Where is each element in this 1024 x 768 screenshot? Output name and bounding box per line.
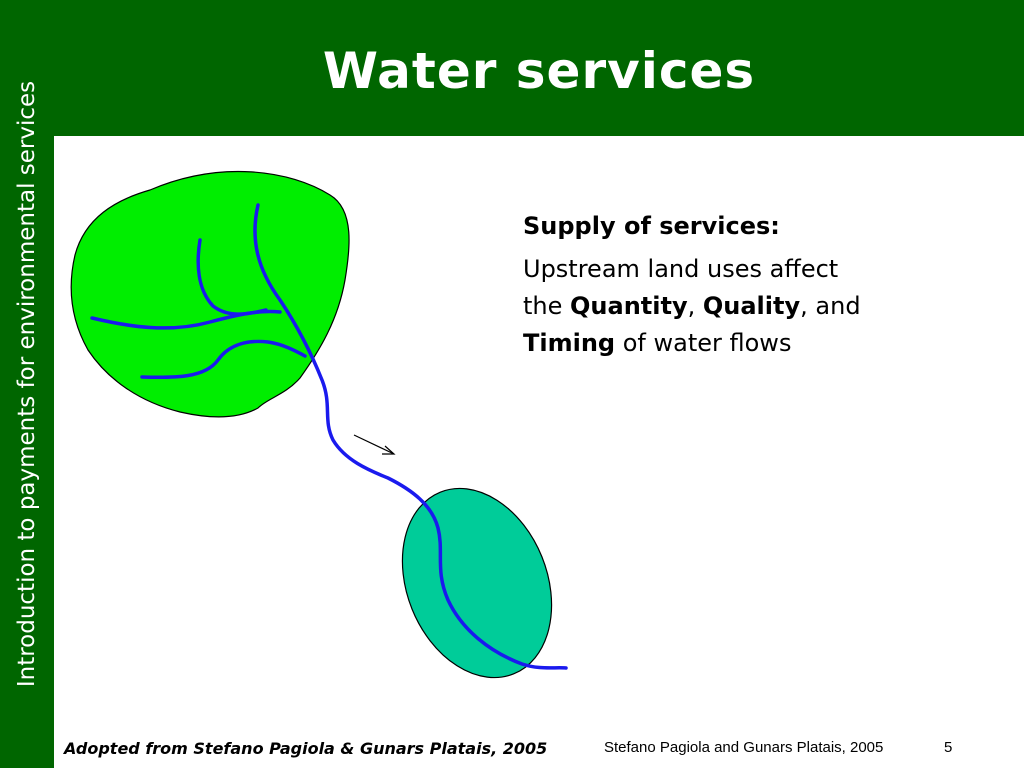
- body-line-1-text: Upstream land uses affect: [523, 255, 839, 283]
- side-band: [0, 0, 54, 768]
- river-tributary-3: [140, 339, 307, 380]
- body-line-1: Upstream land uses affect: [523, 251, 983, 288]
- river-tributary-2: [196, 238, 268, 316]
- body-line-3-text: of water flows: [615, 329, 792, 357]
- page-number: 5: [944, 739, 953, 756]
- quality-term: Quality: [702, 292, 801, 320]
- body-line-2: the Quantity, Quality, and: [523, 288, 983, 325]
- flow-arrow: [353, 434, 396, 455]
- reservoir: [401, 487, 553, 679]
- footer-authors: Stefano Pagiola and Gunars Platais, 2005: [604, 739, 884, 756]
- quantity-term: Quantity: [570, 292, 688, 320]
- supply-heading: Supply of services:: [523, 212, 780, 240]
- footer-credit: Adopted from Stefano Pagiola & Gunars Pl…: [64, 739, 548, 758]
- body-line-3: Timing of water flows: [523, 325, 983, 362]
- separator-1: ,: [687, 292, 703, 320]
- title-band: [0, 0, 1024, 136]
- separator-2: , and: [800, 292, 861, 320]
- the-text: the: [523, 292, 571, 320]
- timing-term: Timing: [523, 329, 616, 357]
- slide-title: Water services: [322, 42, 756, 100]
- watershed-area: [70, 170, 350, 418]
- river-main: [253, 203, 568, 670]
- supply-text-block: Supply of services: Upstream land uses a…: [523, 208, 983, 362]
